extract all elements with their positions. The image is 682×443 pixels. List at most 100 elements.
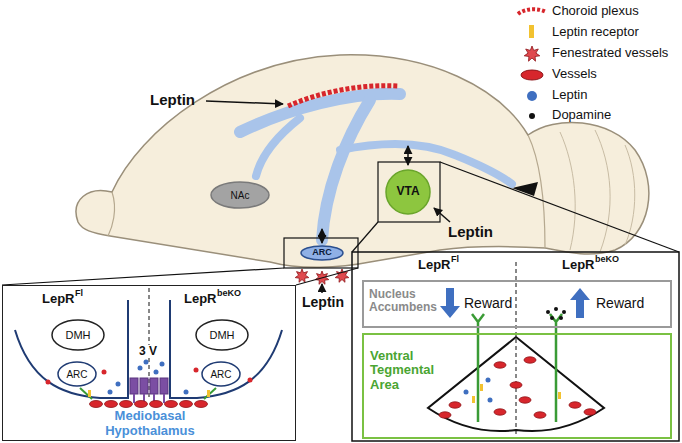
hypothalamus-drawing [88, 390, 210, 397]
zoom-frames [352, 252, 679, 441]
nucleus-ellipse: ARC [201, 361, 241, 387]
hypothalamus-drawing [108, 360, 189, 395]
hypothalamus-drawing [102, 370, 107, 375]
legend-text: Choroid plexus [552, 4, 639, 18]
legend-text: Leptin receptor [552, 25, 639, 39]
legend-samples [527, 91, 537, 101]
brain-sagittal [76, 55, 649, 267]
legend-samples [521, 70, 543, 80]
hypothalamus-drawing [170, 300, 282, 398]
hypothalamus-drawing [15, 288, 282, 408]
legend-samples [524, 46, 540, 61]
ventricles [240, 94, 400, 132]
hypothalamus-drawing [144, 360, 149, 365]
hypothalamus-drawing [160, 378, 168, 394]
arrows [206, 101, 283, 104]
region-name: NAc [210, 190, 270, 201]
vta-reward-drawing [546, 310, 550, 314]
vta-reward-drawing [569, 402, 581, 408]
region-box: Ventral Tegmental Area [362, 333, 672, 439]
hypothalamus-drawing [149, 288, 150, 398]
hypothalamus-drawing [90, 401, 103, 408]
legend-samples [518, 9, 546, 14]
hormone-label: Leptin [302, 295, 344, 310]
vta-reward-drawing [519, 397, 531, 403]
hypothalamus-drawing [80, 388, 216, 399]
arrows [434, 208, 450, 222]
nucleus-ellipse: DMH [51, 319, 105, 351]
brain-region: VTA [385, 169, 431, 215]
zoom-frames [2, 162, 679, 441]
region-outline [58, 362, 96, 386]
vta-reward-drawing [480, 384, 483, 391]
zoom-frames [352, 222, 378, 252]
hormone-label: Leptin [150, 92, 195, 109]
hypothalamus-drawing [130, 378, 138, 394]
legend-samples [524, 46, 540, 61]
arrows [206, 101, 450, 293]
hypothalamus-drawing [108, 390, 113, 395]
hypothalamus-drawing [140, 378, 148, 394]
genotype-label: LepR [418, 258, 451, 272]
vta-reward-drawing [472, 314, 484, 422]
zoom-frames [440, 162, 679, 252]
vta-reward-drawing [488, 398, 493, 403]
genotype-superscript: Fl [451, 255, 459, 265]
vta-reward-drawing [464, 378, 493, 403]
vta-reward-drawing [449, 402, 461, 408]
region-box: Nucleus AccumbensRewardReward [362, 280, 672, 328]
legend-text: Leptin [552, 88, 587, 102]
brain-sagittal [560, 132, 575, 250]
fenestrated-vessels [295, 269, 349, 284]
vta-reward-drawing [550, 316, 554, 320]
choroid-plexus [288, 86, 398, 106]
ventricles [240, 94, 512, 240]
genotype-superscript: beKO [217, 289, 241, 299]
hypothalamus-drawing [135, 401, 148, 408]
vta-reward-drawing [534, 412, 546, 418]
hypothalamus-drawing [165, 401, 178, 408]
panel-title: Mediobasal Hypothalamus [85, 409, 215, 438]
zoom-frames [284, 238, 358, 268]
vta-reward-drawing [464, 390, 469, 395]
vta-reward-drawing [558, 392, 561, 399]
hypothalamus-drawing [15, 300, 128, 398]
nucleus-ellipse: ARC [57, 361, 97, 387]
legend-text: Fenestrated vessels [552, 46, 668, 60]
region-name: ARC [201, 369, 241, 380]
vta-reward-drawing [494, 409, 506, 415]
hypothalamus-drawing [90, 401, 208, 408]
ventricles [256, 118, 300, 176]
ventricles [322, 100, 370, 240]
region-outline [202, 362, 240, 386]
effect-label: Reward [596, 296, 644, 311]
region-name: DMH [195, 329, 249, 341]
vta-reward-drawing [494, 362, 506, 368]
vta-reward-drawing [524, 357, 536, 363]
ventricles [340, 144, 512, 184]
vta-reward-drawing [440, 288, 590, 318]
region-outline [196, 320, 248, 350]
region-outline [386, 170, 430, 214]
genotype-superscript: beKO [595, 255, 619, 265]
region-outline [52, 320, 104, 350]
vta-reward-drawing [439, 357, 596, 418]
brain-sagittal [76, 55, 649, 267]
vta-reward-drawing [550, 314, 562, 422]
legend-text: Vessels [552, 67, 597, 81]
vta-reward-drawing [486, 378, 491, 383]
brain-sagittal [108, 192, 115, 236]
vta-reward-drawing [516, 262, 517, 438]
hypothalamus-drawing [150, 401, 163, 408]
hypothalamus-drawing [204, 388, 216, 399]
vta-reward-drawing [439, 412, 451, 418]
brain-sagittal [625, 145, 635, 245]
legend-samples [518, 9, 546, 119]
vta-reward-drawing [510, 382, 522, 388]
vta-reward-drawing [546, 307, 566, 320]
arrows [321, 229, 323, 243]
hypothalamus-drawing [194, 368, 199, 373]
hypothalamus-drawing [46, 380, 51, 385]
zoom-frames [296, 268, 358, 285]
legend-samples [529, 25, 534, 38]
